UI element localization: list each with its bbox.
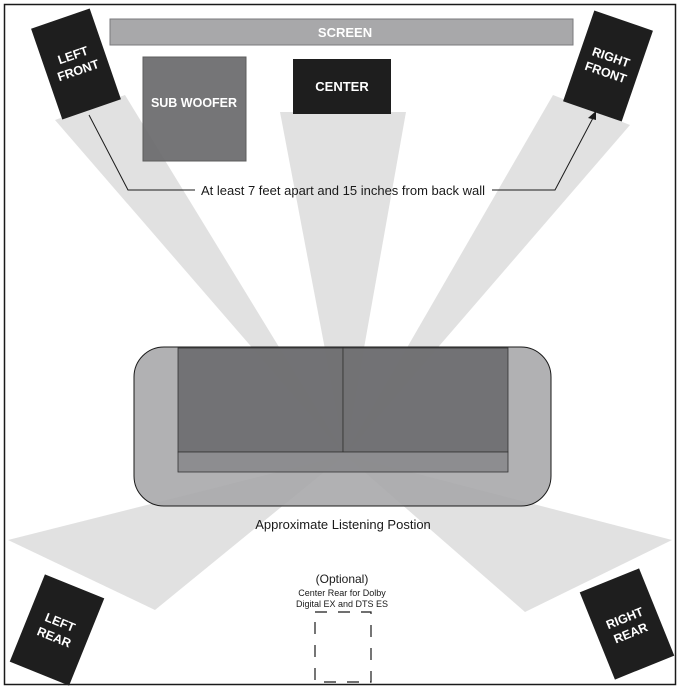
optional-desc-line2: Digital EX and DTS ES <box>296 599 388 609</box>
optional-center-rear-speaker <box>314 611 372 683</box>
left-rear-speaker: LEFT REAR <box>9 574 105 686</box>
subwoofer <box>142 56 247 162</box>
left-front-speaker: LEFT FRONT <box>31 8 121 120</box>
center-speaker-label: CENTER <box>315 79 369 94</box>
sofa-back-left <box>177 347 344 453</box>
sofa <box>133 346 552 507</box>
right-front-speaker: RIGHT FRONT <box>563 10 653 122</box>
subwoofer-label: SUB WOOFER <box>151 96 237 110</box>
distance-note: At least 7 feet apart and 15 inches from… <box>201 183 485 198</box>
distance-line-right <box>492 117 594 191</box>
optional-desc-line1: Center Rear for Dolby <box>298 588 386 598</box>
screen <box>109 18 574 46</box>
right-rear-speaker: RIGHT REAR <box>579 568 675 680</box>
arrowhead-icon <box>588 111 596 120</box>
optional-title: (Optional) <box>316 572 369 586</box>
screen-label: SCREEN <box>318 25 372 40</box>
sofa-back-right <box>342 347 509 453</box>
sofa-seat <box>177 451 509 473</box>
center-speaker <box>293 59 391 114</box>
center-beam <box>280 112 406 455</box>
distance-annotation <box>88 111 596 191</box>
listening-position-label: Approximate Listening Postion <box>255 517 431 532</box>
distance-line-left <box>88 114 195 191</box>
